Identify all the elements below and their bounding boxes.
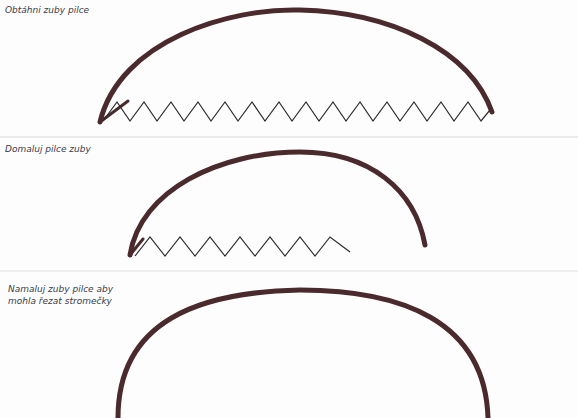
saw-teeth xyxy=(135,237,350,256)
saw-back xyxy=(130,152,425,255)
saw-tip xyxy=(130,239,143,255)
saw-back xyxy=(118,290,488,418)
instruction-text: Obtáhni zuby pilce xyxy=(5,4,145,16)
saw-back xyxy=(100,10,492,122)
section-divider xyxy=(0,271,578,272)
section-divider xyxy=(0,137,578,138)
instruction-text: Namaluj zuby pilce aby mohla řezat strom… xyxy=(8,283,120,307)
instruction-text: Domaluj pilce zuby xyxy=(5,143,145,155)
saw-teeth xyxy=(103,102,490,121)
